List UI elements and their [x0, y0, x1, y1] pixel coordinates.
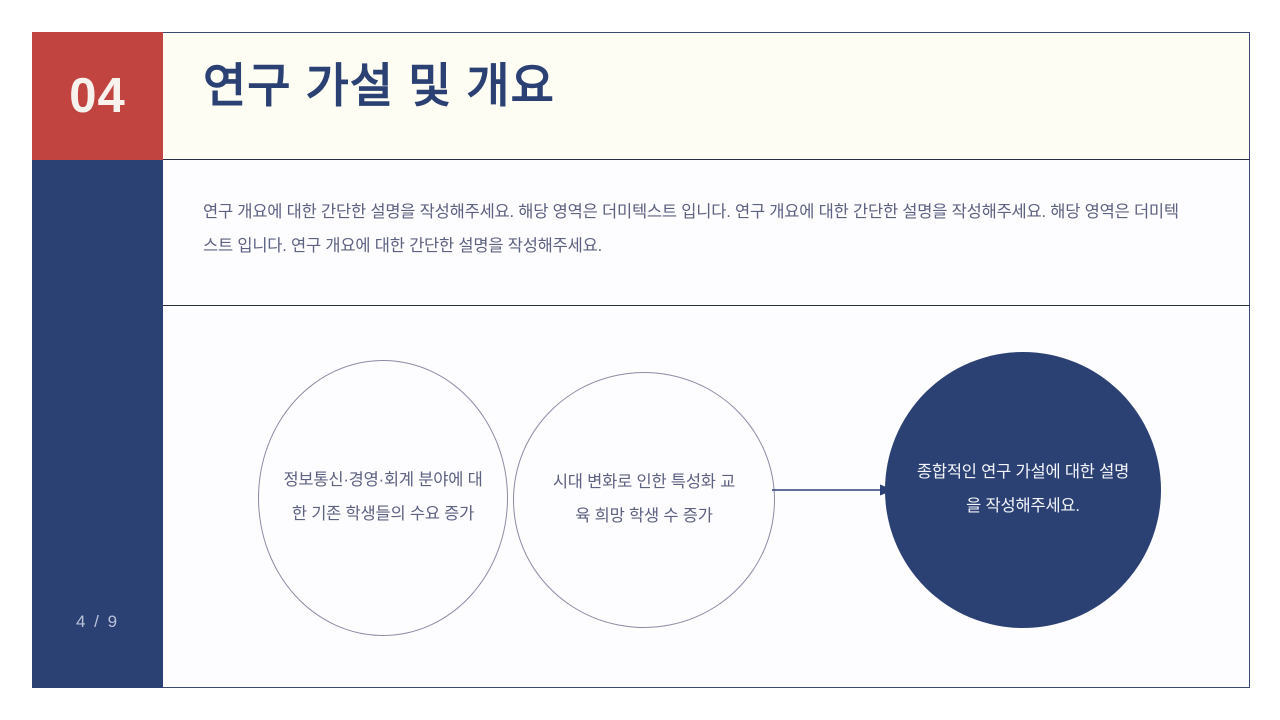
sidebar-band	[32, 160, 163, 688]
page-number: 4 / 9	[75, 612, 120, 631]
premise-circle-2-label: 시대 변화로 인한 특성화 교육 희망 학생 수 증가	[552, 473, 736, 525]
header-band	[163, 32, 1250, 160]
premise-circle-2: 시대 변화로 인한 특성화 교육 희망 학생 수 증가	[513, 372, 775, 628]
arrow-right-icon	[772, 484, 894, 496]
result-circle: 종합적인 연구 가설에 대한 설명을 작성해주세요.	[885, 352, 1161, 628]
section-number: 04	[69, 68, 126, 123]
section-number-box: 04	[32, 32, 163, 160]
description-band	[163, 160, 1250, 306]
description-text: 연구 개요에 대한 간단한 설명을 작성해주세요. 해당 영역은 더미텍스트 입…	[203, 203, 1179, 255]
premise-circle-1-label: 정보통신·경영·회계 분야에 대한 기존 학생들의 수요 증가	[283, 471, 483, 523]
result-circle-label: 종합적인 연구 가설에 대한 설명을 작성해주세요.	[916, 463, 1130, 515]
page-title: 연구 가설 및 개요	[203, 59, 555, 112]
premise-circle-1: 정보통신·경영·회계 분야에 대한 기존 학생들의 수요 증가	[258, 360, 508, 636]
